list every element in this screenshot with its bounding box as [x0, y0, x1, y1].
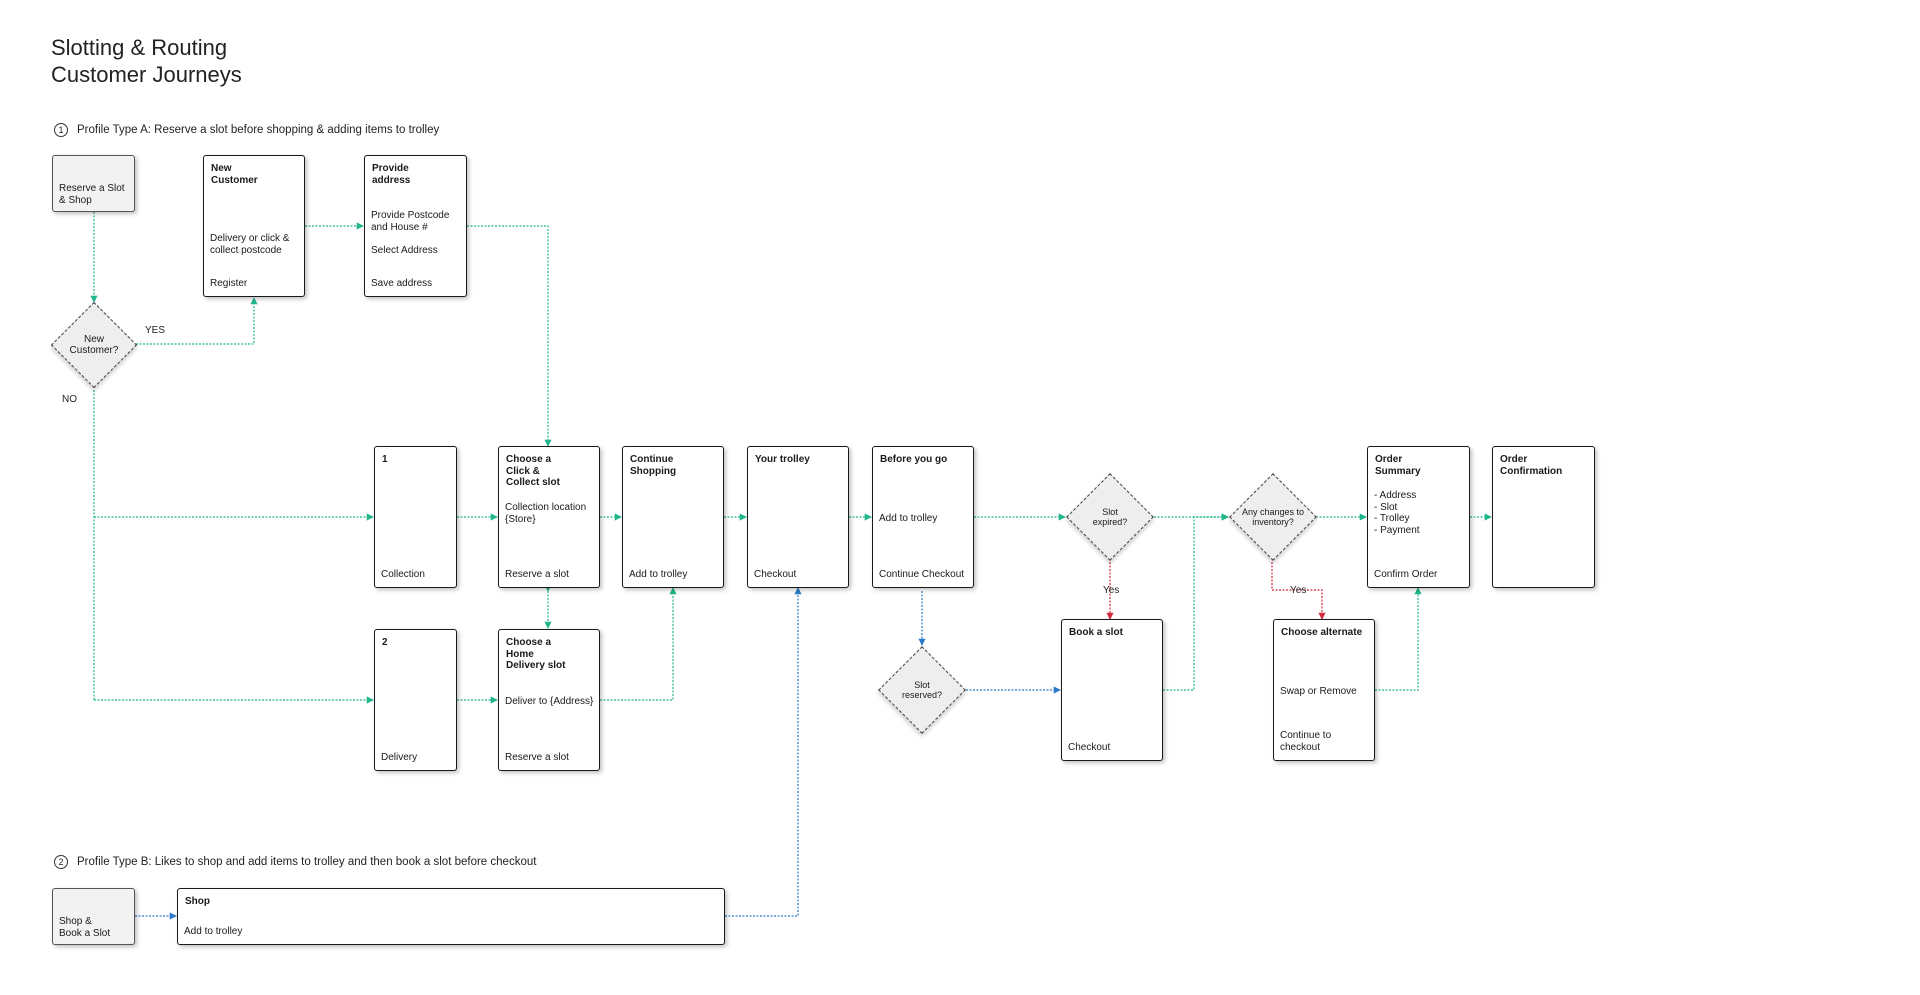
choose-alternate-mid: Swap or Remove: [1280, 686, 1357, 697]
decision-slot-reserved: Slot reserved?: [878, 646, 966, 734]
click-collect-mid: Collection location {Store}: [505, 502, 587, 525]
collection-title: 1: [382, 454, 388, 465]
order-summary-mid: - Address - Slot - Trolley - Payment: [1374, 490, 1420, 536]
start-reserve-label: Reserve a Slot & Shop: [59, 183, 125, 206]
box-choose-alternate[interactable]: Choose alternate Swap or Remove Continue…: [1273, 619, 1375, 761]
book-slot-bottom: Checkout: [1068, 741, 1111, 753]
home-delivery-title: Choose a Home Delivery slot: [506, 637, 566, 671]
start-shop-book-slot[interactable]: Shop & Book a Slot: [52, 888, 135, 945]
box-provide-address[interactable]: Provide address Provide Postcode and Hou…: [364, 155, 467, 297]
label-yes-slot-expired: Yes: [1103, 585, 1120, 596]
title-line-1: Slotting & Routing: [51, 35, 228, 60]
page-title: Slotting & Routing Customer Journeys: [51, 34, 242, 88]
start-shop-book-label: Shop & Book a Slot: [59, 916, 111, 939]
decision-new-customer-text: New Customer?: [69, 334, 119, 356]
before-you-go-bottom: Continue Checkout: [879, 568, 965, 580]
box-delivery[interactable]: 2 Delivery: [374, 629, 457, 771]
edge-address-to-click-collect: [467, 225, 552, 447]
collection-bottom: Collection: [381, 568, 425, 580]
label-yes-new-customer: YES: [145, 325, 166, 336]
label-no-new-customer: NO: [62, 394, 77, 405]
choose-alternate-bottom: Continue to checkout: [1280, 730, 1332, 753]
book-slot-title: Book a slot: [1069, 627, 1123, 638]
continue-shopping-bottom: Add to trolley: [629, 568, 688, 580]
decision-slot-reserved-text: Slot reserved?: [901, 680, 943, 700]
title-line-2: Customer Journeys: [51, 62, 242, 87]
box-click-collect-slot[interactable]: Choose a Click & Collect slot Collection…: [498, 446, 600, 588]
box-shop[interactable]: Shop Add to trolley: [177, 888, 725, 945]
box-collection[interactable]: 1 Collection: [374, 446, 457, 588]
home-delivery-mid: Deliver to {Address}: [505, 696, 594, 707]
label-yes-inventory: Yes: [1290, 585, 1307, 596]
decision-inventory-changes: Any changes to inventory?: [1229, 473, 1317, 561]
box-home-delivery-slot[interactable]: Choose a Home Delivery slot Deliver to {…: [498, 629, 600, 771]
provide-address-title: Provide address: [372, 163, 411, 186]
new-customer-title: New Customer: [211, 163, 258, 186]
before-you-go-mid: Add to trolley: [879, 513, 938, 524]
new-customer-bottom: Register: [210, 277, 248, 289]
provide-address-bottom: Save address: [371, 277, 433, 289]
shop-bottom: Add to trolley: [184, 925, 243, 937]
order-summary-title: Order Summary: [1375, 454, 1421, 477]
box-order-summary[interactable]: Order Summary - Address - Slot - Trolley…: [1367, 446, 1470, 588]
section-b-label: 2 Profile Type B: Likes to shop and add …: [54, 855, 536, 869]
choose-alternate-title: Choose alternate: [1281, 627, 1363, 638]
box-order-confirmation[interactable]: Order Confirmation: [1492, 446, 1595, 588]
box-your-trolley[interactable]: Your trolley Checkout: [747, 446, 849, 588]
decision-inventory-text: Any changes to inventory?: [1241, 507, 1305, 527]
delivery-title: 2: [382, 637, 388, 648]
edge-alternate-to-order-summary: [1375, 587, 1422, 691]
edge-book-slot-to-inventory: [1163, 513, 1229, 691]
edge-yes-to-new-customer: [136, 297, 258, 345]
decision-new-customer: New Customer?: [50, 301, 138, 389]
continue-shopping-title: Continue Shopping: [630, 454, 677, 477]
section-a-text: Profile Type A: Reserve a slot before sh…: [77, 124, 440, 136]
home-delivery-bottom: Reserve a slot: [505, 751, 569, 763]
click-collect-bottom: Reserve a slot: [505, 568, 569, 580]
click-collect-title: Choose a Click & Collect slot: [506, 454, 560, 488]
edge-shop-to-trolley: [725, 587, 802, 917]
before-you-go-title: Before you go: [880, 454, 948, 465]
order-confirmation-title: Order Confirmation: [1500, 454, 1563, 477]
shop-title: Shop: [185, 896, 210, 907]
start-reserve-slot-shop[interactable]: Reserve a Slot & Shop: [52, 155, 135, 212]
box-before-you-go[interactable]: Before you go Add to trolley Continue Ch…: [872, 446, 974, 588]
delivery-bottom: Delivery: [381, 751, 418, 763]
new-customer-mid: Delivery or click & collect postcode: [210, 233, 290, 256]
your-trolley-bottom: Checkout: [754, 568, 797, 580]
your-trolley-title: Your trolley: [755, 454, 810, 465]
order-summary-bottom: Confirm Order: [1374, 568, 1438, 580]
decision-slot-expired-text: Slot expired?: [1092, 507, 1128, 527]
section-b-number: 2: [54, 855, 68, 869]
decision-slot-expired: Slot expired?: [1066, 473, 1154, 561]
edge-inventory-yes: [1271, 562, 1326, 620]
edge-home-delivery-to-continue: [600, 587, 677, 701]
provide-address-mid: Provide Postcode and House # Select Addr…: [371, 210, 450, 256]
section-a-number: 1: [54, 123, 68, 137]
section-b-text: Profile Type B: Likes to shop and add it…: [77, 856, 537, 868]
box-book-slot[interactable]: Book a slot Checkout: [1061, 619, 1163, 761]
box-continue-shopping[interactable]: Continue Shopping Add to trolley: [622, 446, 724, 588]
section-a-label: 1 Profile Type A: Reserve a slot before …: [54, 123, 439, 137]
box-new-customer[interactable]: New Customer Delivery or click & collect…: [203, 155, 305, 297]
